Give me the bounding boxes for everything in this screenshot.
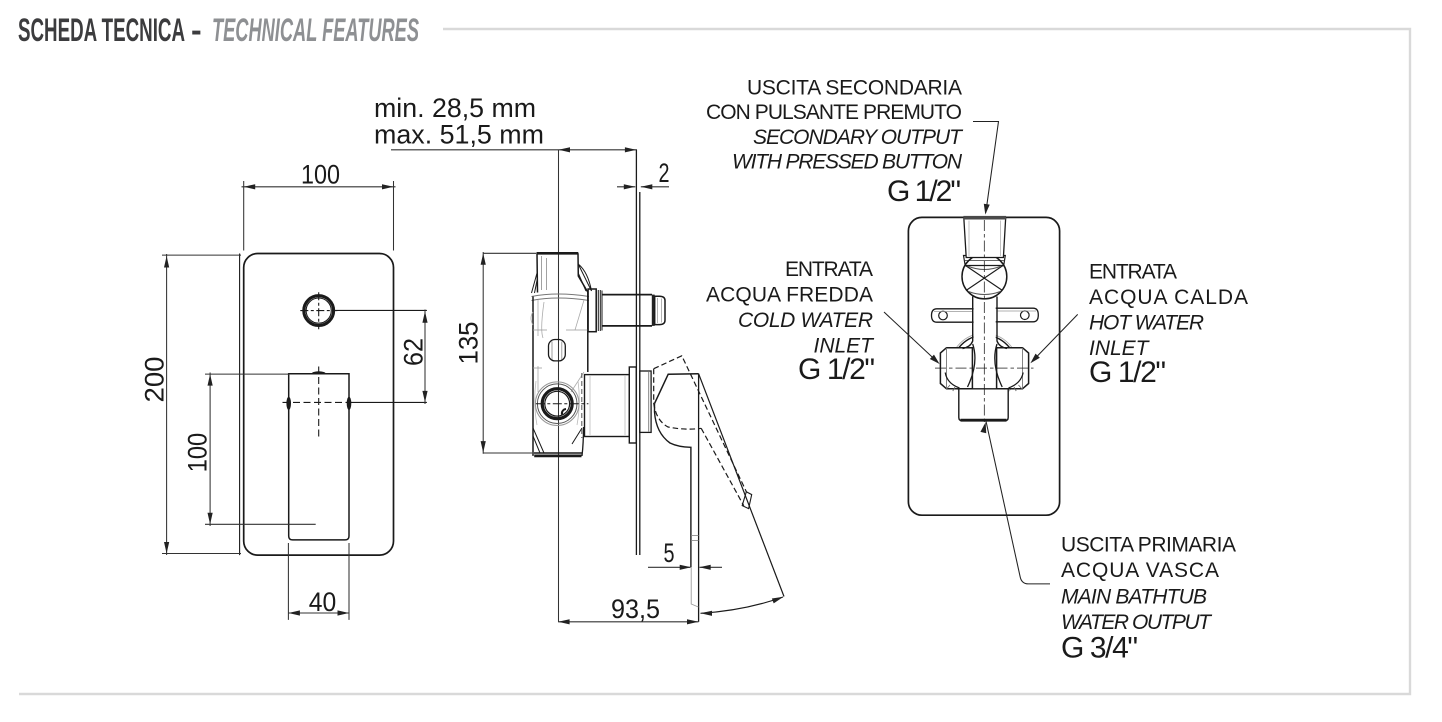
svg-text:5: 5 [664, 538, 675, 568]
svg-text:ACQUA FREDDA: ACQUA FREDDA [706, 284, 873, 307]
svg-text:G 1/2": G 1/2" [887, 175, 961, 208]
svg-text:CON PULSANTE PREMUTO: CON PULSANTE PREMUTO [706, 101, 962, 124]
svg-text:COLD WATER: COLD WATER [738, 309, 873, 332]
svg-text:2: 2 [659, 158, 670, 188]
svg-text:WATER OUTPUT: WATER OUTPUT [1061, 611, 1213, 634]
svg-text:100: 100 [301, 160, 340, 190]
svg-text:HOT WATER: HOT WATER [1089, 312, 1204, 335]
svg-text:ACQUA VASCA: ACQUA VASCA [1061, 559, 1219, 582]
svg-text:USCITA SECONDARIA: USCITA SECONDARIA [747, 76, 962, 99]
svg-text:ACQUA CALDA: ACQUA CALDA [1089, 286, 1248, 309]
svg-text:ENTRATA: ENTRATA [1089, 261, 1177, 284]
svg-text:SCHEDA TECNICA: SCHEDA TECNICA [18, 12, 185, 48]
svg-text:min. 28,5 mm: min. 28,5 mm [374, 93, 536, 123]
svg-text:G 3/4": G 3/4" [1061, 632, 1138, 665]
svg-text:MAIN BATHTUB: MAIN BATHTUB [1061, 586, 1207, 609]
svg-text:100: 100 [183, 433, 213, 473]
svg-text:40: 40 [309, 587, 337, 617]
svg-text:INLET: INLET [813, 335, 875, 358]
svg-text:TECHNICAL FEATURES: TECHNICAL FEATURES [212, 12, 419, 48]
svg-text:USCITA PRIMARIA: USCITA PRIMARIA [1061, 534, 1236, 557]
svg-text:INLET: INLET [1089, 337, 1151, 360]
svg-text:62: 62 [399, 338, 429, 366]
svg-text:G 1/2": G 1/2" [1089, 356, 1166, 389]
svg-text:G 1/2": G 1/2" [798, 353, 875, 386]
svg-text:-: - [191, 12, 202, 48]
svg-text:WITH PRESSED BUTTON: WITH PRESSED BUTTON [732, 151, 963, 174]
svg-text:93,5: 93,5 [611, 594, 660, 624]
svg-text:SECONDARY OUTPUT: SECONDARY OUTPUT [753, 126, 964, 149]
svg-text:ENTRATA: ENTRATA [785, 258, 873, 281]
svg-text:135: 135 [454, 322, 484, 365]
svg-text:max. 51,5 mm: max. 51,5 mm [374, 120, 544, 150]
svg-text:200: 200 [140, 357, 170, 403]
